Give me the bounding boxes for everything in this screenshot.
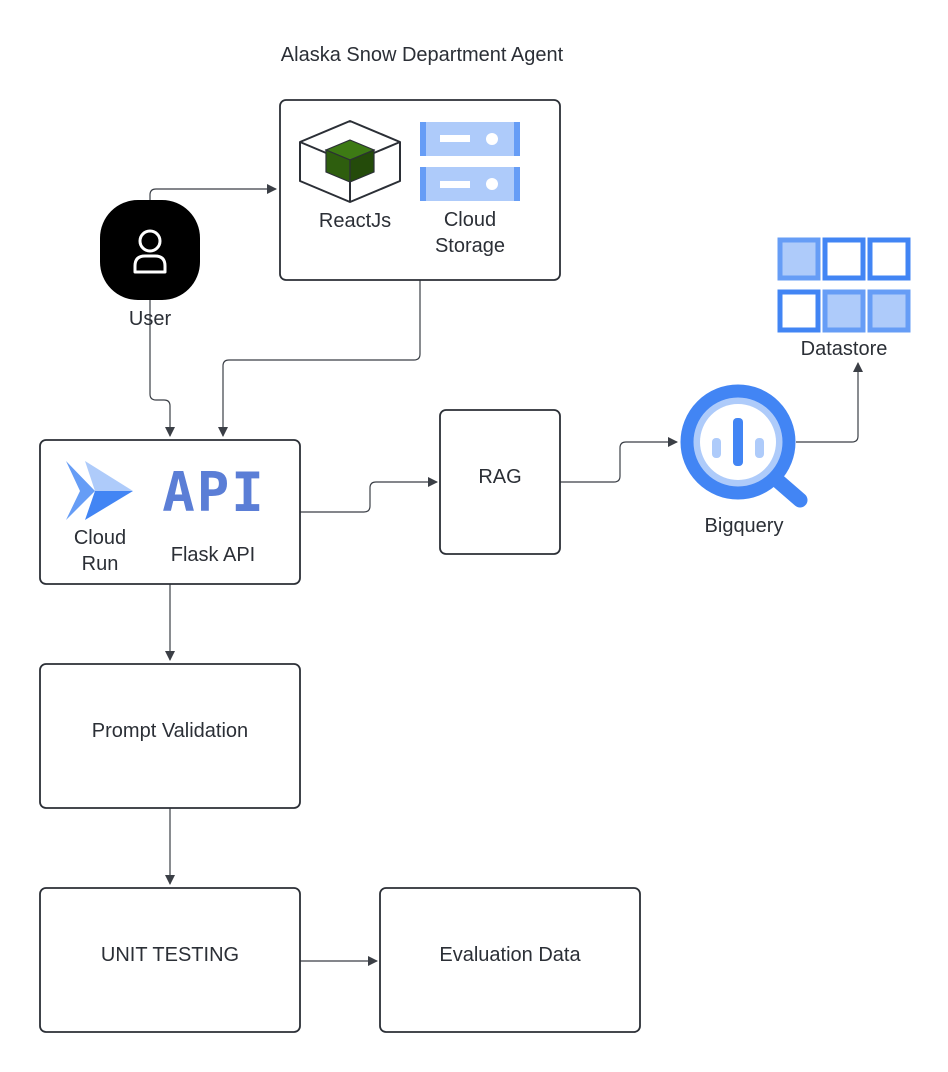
cloud-run-label-line1: Cloud xyxy=(73,527,127,549)
api-icon: API xyxy=(162,461,266,524)
connector-backend-to-rag xyxy=(300,477,438,513)
unit-testing-box xyxy=(39,887,301,1033)
cloud-storage-label-line1: Cloud xyxy=(443,209,497,231)
diagram-title: Alaska Snow Department Agent xyxy=(280,44,564,66)
cloud-run-icon xyxy=(66,461,133,520)
rag-box xyxy=(439,409,561,555)
prompt-validation-box xyxy=(39,663,301,809)
cloud-storage-label-line2: Storage xyxy=(434,235,506,257)
cloud-run-label-line2: Run xyxy=(81,553,119,575)
connector-frontend-to-backend xyxy=(218,280,421,437)
rag-label: RAG xyxy=(478,466,522,488)
connector-user-to-backend xyxy=(149,300,175,437)
user-label: User xyxy=(128,308,172,330)
user-icon xyxy=(100,200,200,300)
cloud-storage-icon xyxy=(420,122,520,201)
datastore-icon xyxy=(777,237,911,333)
bigquery-label: Bigquery xyxy=(704,515,784,537)
datastore-label: Datastore xyxy=(800,338,888,360)
connector-user-to-frontend xyxy=(149,184,277,200)
bigquery-icon xyxy=(680,384,808,508)
evaluation-data-box xyxy=(379,887,641,1033)
unit-testing-label: UNIT TESTING xyxy=(100,944,240,966)
react-cube-icon xyxy=(299,120,401,203)
evaluation-data-label: Evaluation Data xyxy=(439,944,581,966)
flask-api-label: Flask API xyxy=(170,544,256,566)
connector-rag-to-bigquery xyxy=(560,437,678,483)
prompt-validation-label: Prompt Validation xyxy=(91,720,249,742)
connector-bigquery-to-datastore xyxy=(796,362,863,443)
react-label: ReactJs xyxy=(318,210,392,232)
